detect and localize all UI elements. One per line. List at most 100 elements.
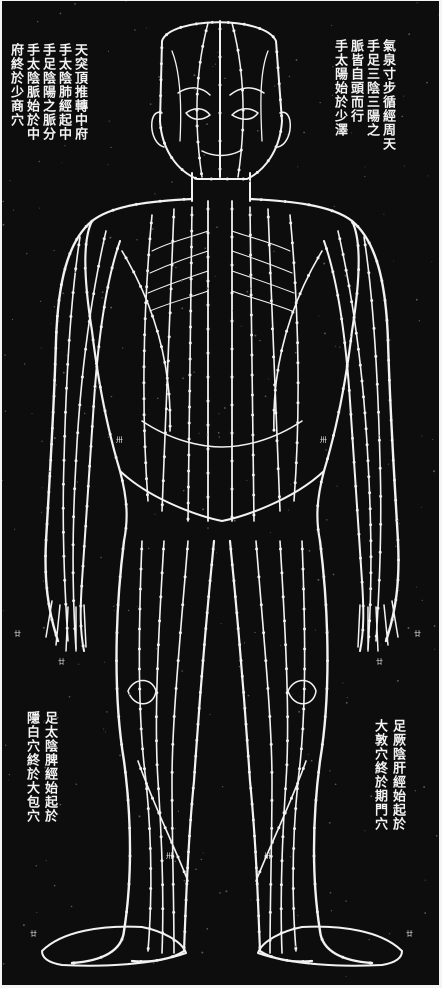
speckle-dot: [232, 310, 233, 311]
acupoint-dot: [245, 723, 248, 726]
acupoint-dot: [138, 668, 141, 671]
speckle-dot: [337, 486, 338, 487]
acupoint-dot: [68, 339, 71, 342]
acupoint-dot: [295, 301, 298, 304]
acupoint-dot: [367, 635, 370, 638]
acupoint-dot: [64, 411, 67, 414]
acupoint-dot: [149, 887, 152, 890]
acupoint-dot: [196, 125, 199, 128]
acupoint-dot: [143, 429, 146, 432]
speckle-dot: [54, 306, 55, 307]
acupoint-dot: [199, 61, 202, 64]
acupoint-dot: [252, 454, 255, 457]
speckle-dot: [364, 176, 365, 177]
acupoint-dot: [160, 46, 163, 49]
acupoint-dot: [270, 299, 273, 302]
acupoint-dot: [285, 667, 288, 670]
acupoint-dot: [165, 33, 168, 36]
acupoint-dot: [267, 216, 270, 219]
acupoint-dot: [278, 82, 281, 85]
acupoint-dot: [355, 332, 358, 335]
speckle-dot: [9, 180, 10, 181]
acupoint-dot: [356, 292, 359, 295]
speckle-dot: [318, 315, 319, 316]
acupoint-dot: [198, 707, 201, 710]
speckle-dot: [246, 480, 247, 481]
acupoint-dot: [365, 427, 368, 430]
acupoint-dot: [283, 619, 286, 622]
acupoint-dot: [269, 883, 272, 886]
acupoint-dot: [147, 807, 150, 810]
speckle-dot: [53, 250, 54, 251]
acupoint-dot: [63, 435, 66, 438]
acupoint-dot: [120, 938, 123, 941]
speckle-dot: [61, 163, 62, 164]
acupoint-dot: [68, 252, 71, 255]
speckle-dot: [54, 885, 56, 887]
left-knee: [128, 681, 156, 704]
acupoint-dot: [238, 168, 241, 171]
acupoint-dot: [231, 236, 234, 239]
acupoint-dot: [81, 376, 84, 379]
speckle-dot: [201, 952, 203, 954]
acupoint-dot: [231, 460, 234, 463]
acupoint-dot: [271, 841, 274, 844]
acupoint-dot: [273, 409, 276, 412]
acupoint-dot: [368, 619, 371, 622]
acupoint-dot: [266, 687, 269, 690]
acupoint-dot: [63, 268, 66, 271]
acupoint-dot: [170, 841, 173, 844]
acupoint-dot: [379, 551, 382, 554]
speckle-dot: [270, 532, 271, 533]
speckle-dot: [2, 480, 3, 481]
acupoint-dot: [294, 481, 297, 484]
speckle-dot: [3, 610, 4, 611]
acupoint-dot: [374, 355, 377, 358]
acupoint-dot: [156, 330, 159, 333]
acupoint-dot: [277, 66, 280, 69]
speckle-dot: [218, 436, 219, 437]
speckle-dot: [104, 662, 105, 663]
speckle-dot: [421, 507, 422, 508]
acupoint-dot: [322, 575, 325, 578]
acupoint-dot: [138, 608, 141, 611]
acupoint-dot: [195, 109, 198, 112]
acupoint-dot: [97, 345, 100, 348]
acupoint-dot: [175, 687, 178, 690]
acupoint-dot: [171, 955, 174, 958]
acupoint-dot: [348, 284, 351, 287]
speckle-dot: [106, 711, 108, 713]
acupoint-dot: [317, 528, 320, 531]
acupoint-dot: [116, 247, 119, 250]
speckle-dot: [381, 645, 382, 646]
speckle-dot: [152, 228, 154, 230]
acupoint-dot: [149, 867, 152, 870]
point-mark: 卅: [264, 851, 271, 861]
right-leg-line-1: [293, 541, 304, 951]
neck: [192, 173, 250, 201]
acupoint-dot: [145, 787, 148, 790]
acupoint-dot: [273, 383, 276, 386]
acupoint-dot: [366, 443, 369, 446]
acupoint-dot: [45, 587, 48, 590]
speckle-dot: [128, 610, 129, 611]
acupoint-dot: [188, 835, 191, 838]
acupoint-dot: [209, 579, 212, 582]
acupoint-dot: [269, 911, 272, 914]
acupoint-dot: [249, 234, 252, 237]
speckle-dot: [288, 510, 289, 511]
acupoint-dot: [385, 637, 388, 640]
acupoint-dot: [292, 887, 295, 890]
speckle-dot: [95, 387, 97, 389]
acupoint-dot: [227, 21, 230, 24]
speckle-dot: [64, 145, 65, 146]
speckle-dot: [424, 912, 426, 914]
speckle-dot: [66, 355, 67, 356]
acupoint-dot: [82, 644, 85, 647]
speckle-dot: [129, 693, 130, 694]
acupoint-dot: [72, 961, 75, 964]
acupoint-dot: [293, 827, 296, 830]
acupoint-dot: [242, 109, 245, 112]
acupoint-dot: [200, 172, 203, 175]
